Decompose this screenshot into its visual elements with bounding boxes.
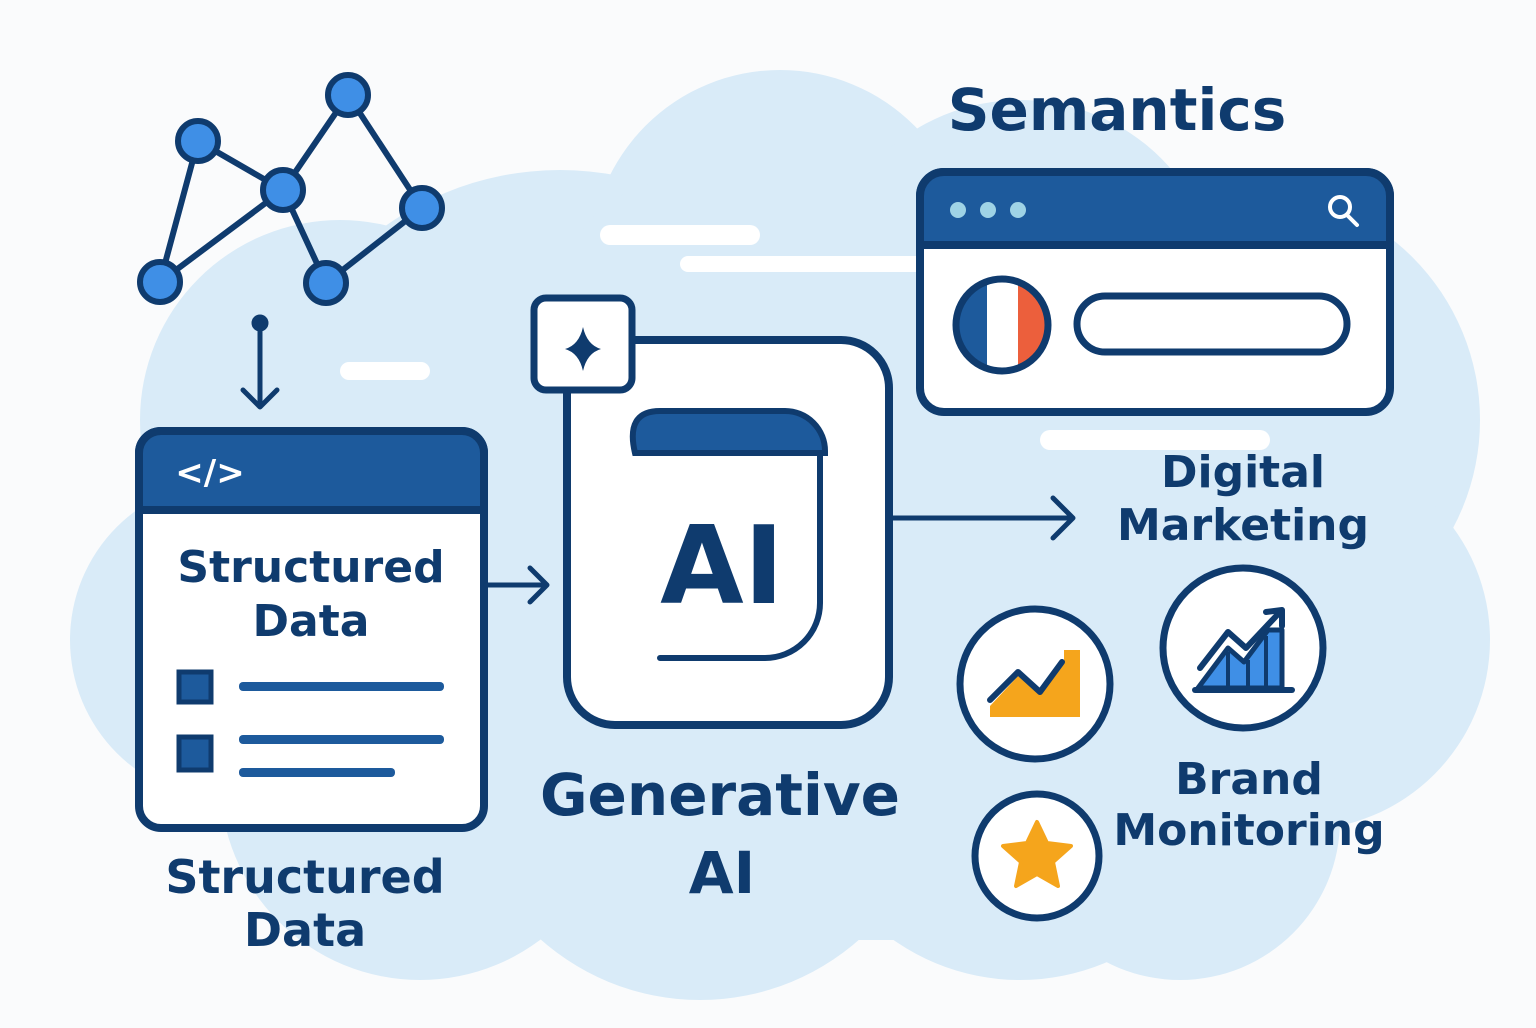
generative-ai-panel: AI xyxy=(530,294,893,729)
structured-data-caption-line-1: Structured xyxy=(165,850,444,904)
growth-chart-icon xyxy=(1159,564,1327,732)
card-title-line-1: Structured xyxy=(177,542,444,593)
french-flag-icon xyxy=(952,275,1052,375)
card-title-line-2: Data xyxy=(253,596,370,647)
brand-monitoring-line-1: Brand xyxy=(1175,754,1323,805)
digital-marketing-line-1: Digital xyxy=(1161,447,1325,498)
trend-up-icon xyxy=(956,605,1114,763)
semantics-title: Semantics xyxy=(948,76,1286,144)
brand-monitoring-line-2: Monitoring xyxy=(1113,805,1384,856)
list-item xyxy=(176,669,444,705)
search-icon xyxy=(1328,195,1359,227)
generative-ai-caption-line-1: Generative xyxy=(540,761,900,829)
right-arrow xyxy=(483,565,550,605)
generative-ai-caption-line-2: AI xyxy=(689,839,755,907)
structured-data-card: </> Structured Data xyxy=(135,427,488,832)
background-streaks xyxy=(340,225,1270,450)
star-icon xyxy=(971,790,1103,922)
code-tag-icon: </> xyxy=(175,453,244,493)
list-item xyxy=(176,734,444,777)
window-dots xyxy=(950,202,1026,218)
ai-badge-text: AI xyxy=(660,504,784,629)
network-graph-icon xyxy=(137,72,445,306)
sparkle-icon xyxy=(565,327,601,371)
down-arrow xyxy=(240,314,280,410)
browser-window xyxy=(916,168,1394,416)
structured-data-caption-line-2: Data xyxy=(244,903,366,957)
right-arrow xyxy=(889,495,1076,541)
digital-marketing-line-2: Marketing xyxy=(1117,500,1369,551)
search-bar xyxy=(1073,292,1351,356)
